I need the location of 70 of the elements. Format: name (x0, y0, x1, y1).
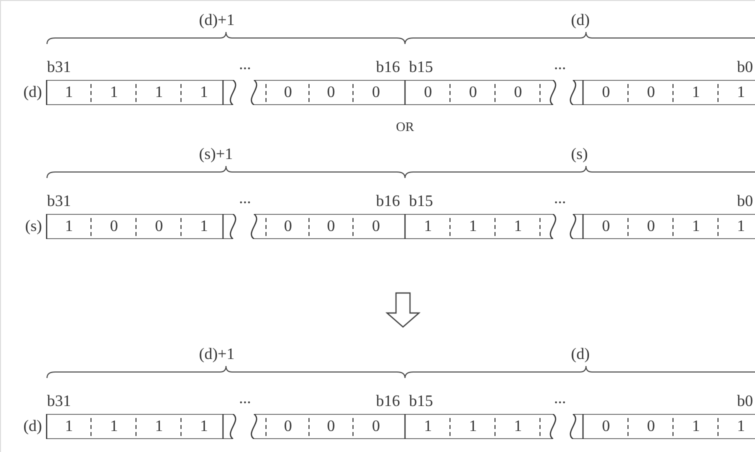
word-label: (d) (571, 346, 590, 364)
bit-value: 1 (468, 217, 478, 237)
bit-value: 1 (736, 417, 746, 437)
bit-value: 1 (64, 217, 74, 237)
bit-label: b15 (409, 193, 433, 211)
bit-value: 0 (601, 83, 611, 103)
bit-value: 1 (513, 217, 523, 237)
word-label: (d) (571, 12, 590, 30)
bit-value: 0 (326, 217, 336, 237)
bit-value: 1 (736, 83, 746, 103)
bit-label: b16 (376, 193, 400, 211)
register-name: (d) (23, 417, 42, 437)
bit-label: b0 (737, 393, 753, 411)
bit-value: 0 (601, 417, 611, 437)
bit-value: 0 (109, 217, 119, 237)
bit-value: 1 (109, 417, 119, 437)
bit-label: b16 (376, 393, 400, 411)
ellipsis: ... (554, 56, 566, 74)
bit-value: 1 (199, 417, 209, 437)
bit-value: 0 (601, 217, 611, 237)
bit-value: 1 (423, 217, 433, 237)
word-label: (s) (571, 146, 588, 164)
register-name: (s) (25, 217, 42, 237)
bit-value: 0 (283, 217, 293, 237)
bit-value: 0 (423, 83, 433, 103)
word-label: (s)+1 (199, 146, 233, 164)
bit-value: 0 (513, 83, 523, 103)
bit-value: 1 (736, 217, 746, 237)
bit-value: 1 (691, 217, 701, 237)
ellipsis: ... (239, 190, 251, 208)
bit-label: b15 (409, 393, 433, 411)
bit-label: b31 (47, 393, 71, 411)
bit-value: 0 (326, 83, 336, 103)
bit-value: 0 (646, 83, 656, 103)
bit-label: b31 (47, 59, 71, 77)
bit-value: 1 (691, 83, 701, 103)
bit-value: 1 (154, 83, 164, 103)
bit-label: b15 (409, 59, 433, 77)
ellipsis: ... (239, 390, 251, 408)
bit-label: b0 (737, 59, 753, 77)
register-name: (d) (23, 83, 42, 103)
bit-label: b31 (47, 193, 71, 211)
bit-value: 0 (646, 417, 656, 437)
bit-value: 1 (64, 417, 74, 437)
bit-value: 1 (154, 417, 164, 437)
bit-value: 1 (423, 417, 433, 437)
bit-value: 1 (691, 417, 701, 437)
bit-label: b0 (737, 193, 753, 211)
bit-value: 0 (468, 83, 478, 103)
bit-value: 1 (109, 83, 119, 103)
bit-value: 1 (64, 83, 74, 103)
bit-value: 0 (326, 417, 336, 437)
ellipsis: ... (554, 190, 566, 208)
word-label: (d)+1 (199, 12, 235, 30)
bit-value: 0 (371, 417, 381, 437)
bit-value: 1 (199, 83, 209, 103)
bit-value: 0 (371, 83, 381, 103)
operation-label: OR (396, 119, 414, 135)
bit-value: 0 (371, 217, 381, 237)
bit-value: 1 (199, 217, 209, 237)
bit-value: 0 (646, 217, 656, 237)
bit-value: 0 (283, 417, 293, 437)
bit-value: 0 (154, 217, 164, 237)
word-label: (d)+1 (199, 346, 235, 364)
ellipsis: ... (239, 56, 251, 74)
bit-label: b16 (376, 59, 400, 77)
bit-value: 1 (468, 417, 478, 437)
bit-value: 1 (513, 417, 523, 437)
bit-value: 0 (283, 83, 293, 103)
ellipsis: ... (554, 390, 566, 408)
